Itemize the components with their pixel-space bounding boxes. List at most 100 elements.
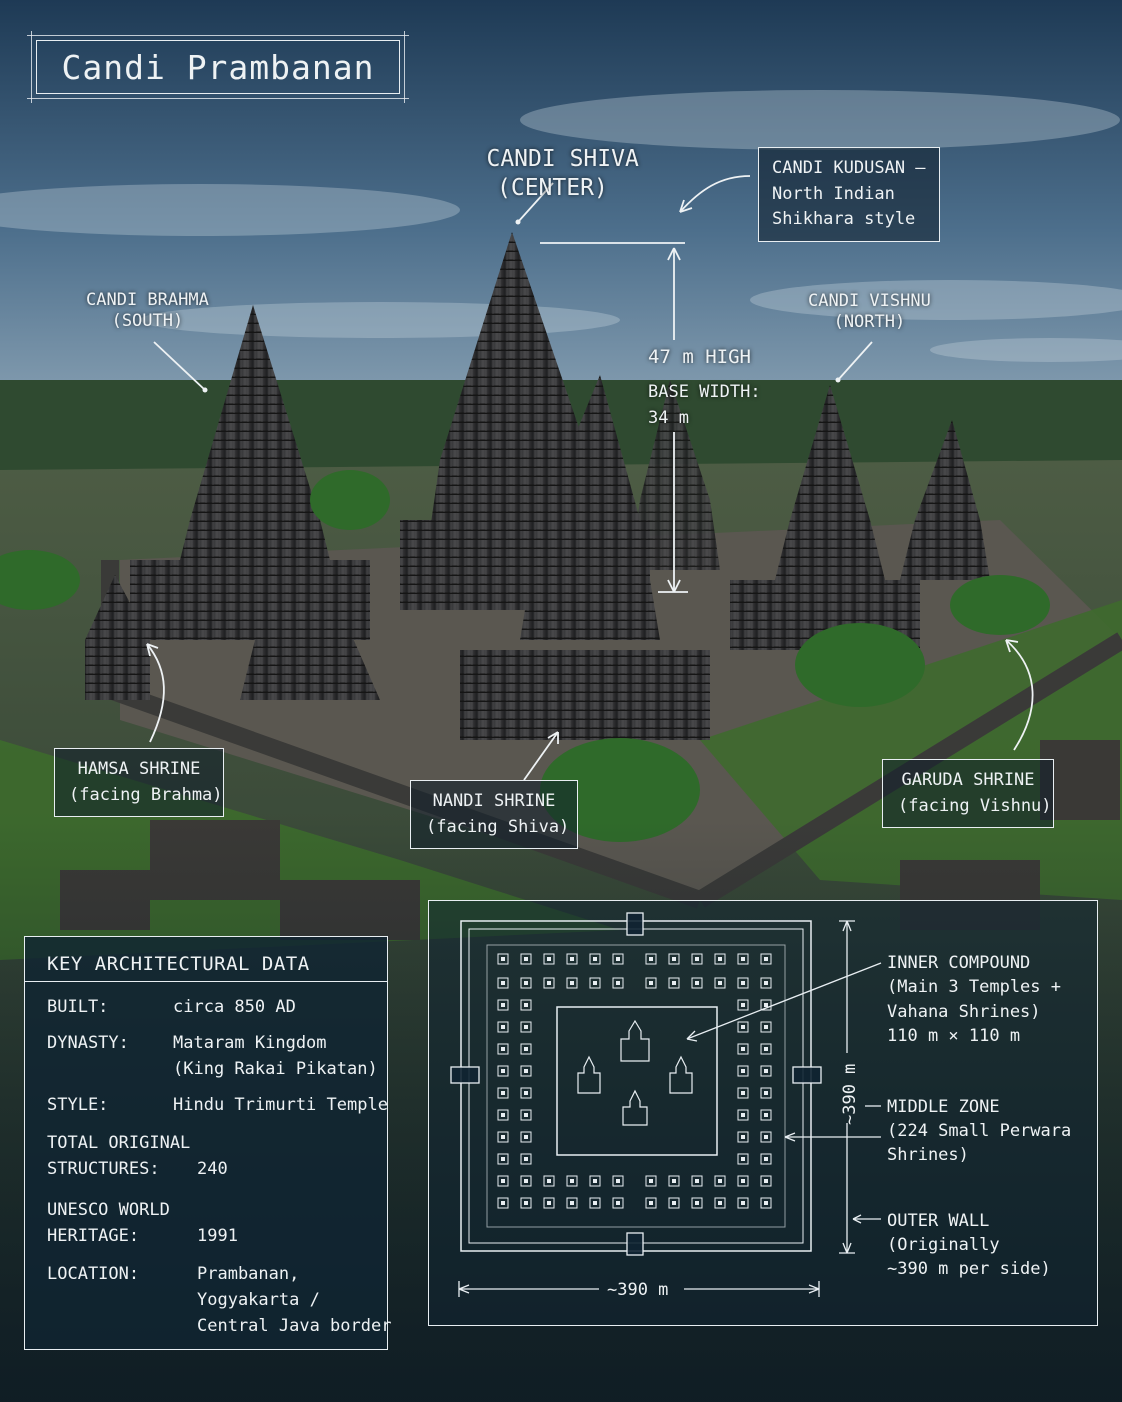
perwara-shrine-core bbox=[501, 1091, 505, 1095]
perwara-shrine bbox=[645, 1175, 657, 1187]
annotation-lines bbox=[146, 175, 1034, 781]
perwara-shrine bbox=[543, 1175, 555, 1187]
outer-wall-inner bbox=[468, 928, 804, 1244]
perwara-shrine bbox=[520, 1109, 532, 1121]
perwara-shrine bbox=[497, 1087, 509, 1099]
page-title: Candi Prambanan bbox=[27, 31, 409, 103]
perwara-shrine-core bbox=[524, 1069, 528, 1073]
perwara-shrine bbox=[737, 1021, 749, 1033]
dimension-lines bbox=[458, 920, 882, 1297]
perwara-shrine-core bbox=[524, 1047, 528, 1051]
perwara-shrine bbox=[760, 1197, 772, 1209]
perwara-shrine-core bbox=[616, 1201, 620, 1205]
key-built-value: circa 850 AD bbox=[173, 997, 296, 1017]
perwara-shrine-core bbox=[501, 1069, 505, 1073]
perwara-shrine-core bbox=[695, 957, 699, 961]
inner-compound bbox=[556, 1006, 718, 1156]
perwara-shrine-core bbox=[547, 1179, 551, 1183]
perwara-shrine bbox=[497, 1197, 509, 1209]
label-candi-shiva-text: CANDI SHIVA (CENTER) bbox=[486, 146, 639, 201]
perwara-shrine-core bbox=[570, 981, 574, 985]
perwara-shrine bbox=[760, 1065, 772, 1077]
perwara-shrine bbox=[520, 1065, 532, 1077]
perwara-shrine bbox=[497, 1065, 509, 1077]
perwara-shrine-core bbox=[501, 1113, 505, 1117]
perwara-shrine bbox=[520, 999, 532, 1011]
inner-compound-terrace bbox=[556, 1007, 718, 1137]
perwara-shrine-core bbox=[672, 981, 676, 985]
perwara-shrine-core bbox=[764, 1025, 768, 1029]
trees bbox=[0, 470, 1050, 842]
perwara-shrine-core bbox=[501, 1179, 505, 1183]
middle-zone-border bbox=[486, 944, 786, 1228]
perwara-shrine bbox=[668, 953, 680, 965]
perwara-shrine-core bbox=[718, 957, 722, 961]
label-nandi-shrine: NANDI SHRINE (facing Shiva) bbox=[410, 780, 578, 849]
label-garuda-shrine: GARUDA SHRINE (facing Vishnu) bbox=[882, 759, 1054, 828]
key-unesco-label: UNESCO WORLD HERITAGE: bbox=[47, 1200, 170, 1246]
perwara-shrine bbox=[566, 977, 578, 989]
perwara-shrine-core bbox=[547, 981, 551, 985]
perwara-shrine bbox=[760, 1087, 772, 1099]
label-candi-vishnu: CANDI VISHNU (NORTH) bbox=[808, 291, 931, 333]
perwara-shrine bbox=[668, 1197, 680, 1209]
perwara-shrine bbox=[760, 1131, 772, 1143]
perwara-shrine bbox=[737, 1109, 749, 1121]
perwara-shrine bbox=[737, 953, 749, 965]
perwara-shrine bbox=[497, 999, 509, 1011]
plan-outer-wall-label: OUTER WALL (Originally ~390 m per side) bbox=[887, 1211, 1051, 1280]
perwara-shrine-core bbox=[741, 1091, 745, 1095]
shrine-brahma-vahana bbox=[240, 530, 380, 700]
perwara-shrine-core bbox=[524, 1135, 528, 1139]
perwara-shrine-core bbox=[649, 1179, 653, 1183]
perwara-shrine-core bbox=[501, 1047, 505, 1051]
perwara-shrine-core bbox=[764, 1047, 768, 1051]
perwara-shrine bbox=[520, 1043, 532, 1055]
perwara-shrine bbox=[520, 1197, 532, 1209]
label-hamsa-shrine: HAMSA SHRINE (facing Brahma) bbox=[54, 748, 224, 817]
perwara-shrine-core bbox=[718, 1179, 722, 1183]
perwara-shrine-core bbox=[501, 1201, 505, 1205]
perwara-shrine-core bbox=[695, 981, 699, 985]
plan-middle-zone-label: MIDDLE ZONE (224 Small Perwara Shrines) bbox=[887, 1097, 1072, 1166]
perwara-shrine bbox=[497, 1153, 509, 1165]
perwara-shrine-core bbox=[649, 981, 653, 985]
perwara-shrine bbox=[589, 1175, 601, 1187]
perwara-shrine-core bbox=[524, 1157, 528, 1161]
perwara-shrine-core bbox=[524, 1003, 528, 1007]
perwara-shrine bbox=[645, 953, 657, 965]
page-title-text: Candi Prambanan bbox=[61, 47, 375, 87]
perwara-shrine-core bbox=[547, 957, 551, 961]
perwara-shrine-core bbox=[741, 1157, 745, 1161]
perwara-shrines bbox=[497, 953, 772, 1209]
perwara-shrine-core bbox=[524, 1091, 528, 1095]
perwara-shrine bbox=[497, 953, 509, 965]
perwara-shrine-core bbox=[524, 957, 528, 961]
perwara-shrine-core bbox=[524, 1113, 528, 1117]
perwara-shrine-core bbox=[524, 1201, 528, 1205]
clouds bbox=[0, 90, 1122, 362]
label-candi-shiva: CANDI SHIVA (CENTER) bbox=[466, 124, 639, 203]
perwara-shrine bbox=[760, 1021, 772, 1033]
perwara-shrine bbox=[760, 953, 772, 965]
perwara-shrine-core bbox=[649, 1201, 653, 1205]
perwara-shrine bbox=[668, 1175, 680, 1187]
temple-nandi bbox=[460, 375, 710, 740]
perwara-shrine-core bbox=[741, 957, 745, 961]
perwara-shrine bbox=[760, 1175, 772, 1187]
perwara-shrine-core bbox=[741, 1179, 745, 1183]
perwara-shrine bbox=[520, 953, 532, 965]
key-location-value: Prambanan, Yogyakarta / Central Java bor… bbox=[197, 1264, 392, 1336]
perwara-shrine-core bbox=[741, 1135, 745, 1139]
temple-far-right bbox=[900, 420, 990, 580]
plan-main-temples bbox=[577, 1019, 693, 1126]
perwara-shrine bbox=[520, 1153, 532, 1165]
perwara-shrine bbox=[668, 977, 680, 989]
key-style-value: Hindu Trimurti Temple bbox=[173, 1095, 388, 1115]
perwara-shrine bbox=[760, 977, 772, 989]
plan-inner-compound-label: INNER COMPOUND (Main 3 Temples + Vahana … bbox=[887, 953, 1061, 1047]
perwara-shrine-core bbox=[741, 1003, 745, 1007]
perwara-shrine bbox=[737, 977, 749, 989]
site-plan-panel: ~390 m ~390 m INNER COMPOUND (Main 3 Tem… bbox=[428, 900, 1098, 1326]
perwara-shrine bbox=[566, 953, 578, 965]
